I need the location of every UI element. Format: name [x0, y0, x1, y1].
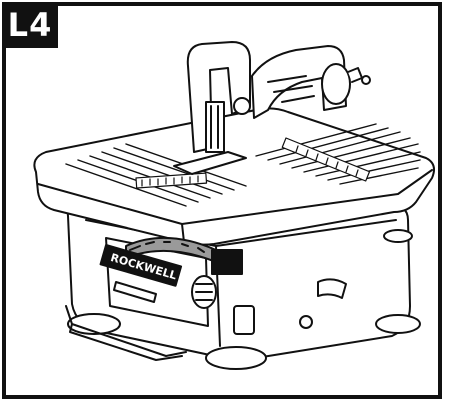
throat-plate: [173, 151, 247, 175]
tension-knob: [321, 63, 371, 105]
saw-illustration: ROCKWELL: [33, 41, 435, 370]
table-rulers: [135, 137, 371, 189]
saw-feet: [67, 229, 421, 370]
saw-arm: [186, 41, 347, 153]
blade-guard: [205, 97, 251, 153]
brand-plate: [99, 244, 183, 287]
housing-details: [113, 278, 347, 335]
figure-label: L4: [2, 2, 58, 48]
bevel-scale: [125, 237, 243, 275]
bevel-lock-knob: [191, 275, 217, 309]
wire-stand: [65, 305, 187, 361]
